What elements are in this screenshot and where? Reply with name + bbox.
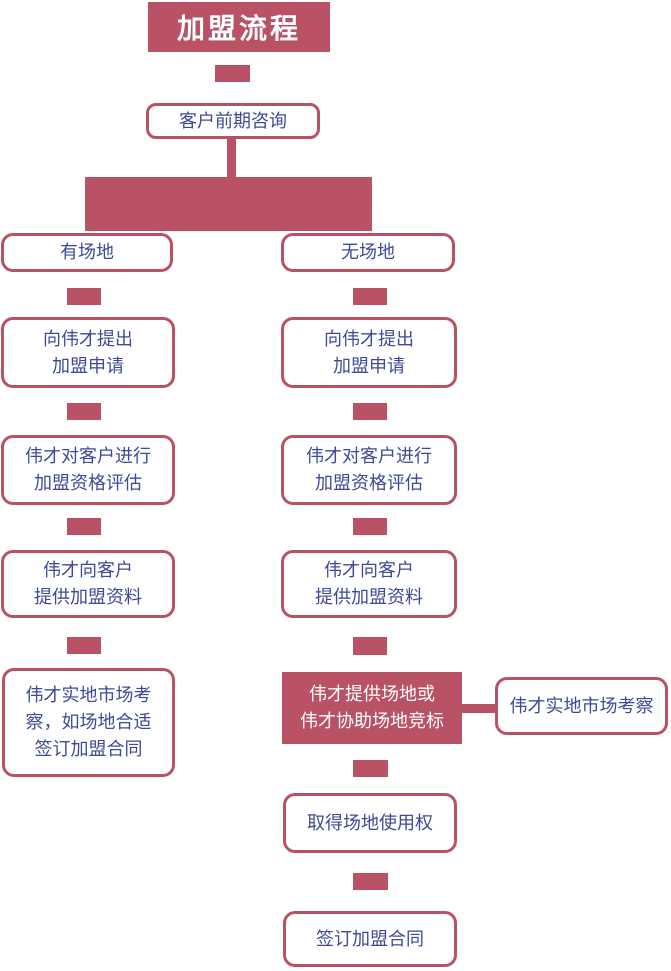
connector-consult-stem (227, 139, 236, 177)
connector-site-inspection (460, 704, 496, 713)
branch-split-bar (85, 177, 372, 231)
connector-left-1 (67, 288, 101, 305)
node-has-site: 有场地 (1, 233, 173, 272)
node-site-inspection: 伟才实地市场考察 (495, 677, 668, 735)
node-left-evaluation: 伟才对客户进行 加盟资格评估 (1, 435, 175, 505)
node-site-provision: 伟才提供场地或 伟才协助场地竞标 (282, 672, 462, 744)
node-right-evaluation: 伟才对客户进行 加盟资格评估 (281, 435, 457, 505)
node-usage-rights: 取得场地使用权 (283, 793, 457, 853)
connector-right-4 (353, 637, 387, 655)
connector-left-4 (67, 637, 101, 654)
connector-right-5 (353, 760, 388, 777)
node-left-materials: 伟才向客户 提供加盟资料 (1, 550, 175, 618)
node-right-apply: 向伟才提出 加盟申请 (281, 317, 457, 388)
node-right-contract: 签订加盟合同 (283, 911, 457, 967)
connector-right-2 (353, 403, 387, 420)
node-customer-consult: 客户前期咨询 (146, 103, 320, 139)
node-left-contract: 伟才实地市场考 察，如场地合适 签订加盟合同 (2, 668, 175, 777)
connector-title-consult (215, 65, 250, 82)
node-no-site: 无场地 (281, 233, 455, 272)
connector-left-3 (67, 518, 101, 535)
node-left-apply: 向伟才提出 加盟申请 (1, 317, 175, 388)
connector-right-3 (353, 518, 387, 535)
connector-right-6 (353, 873, 388, 890)
connector-right-1 (353, 288, 387, 305)
connector-left-2 (67, 403, 101, 420)
node-right-materials: 伟才向客户 提供加盟资料 (281, 550, 457, 618)
flow-title-banner: 加盟流程 (148, 2, 330, 52)
